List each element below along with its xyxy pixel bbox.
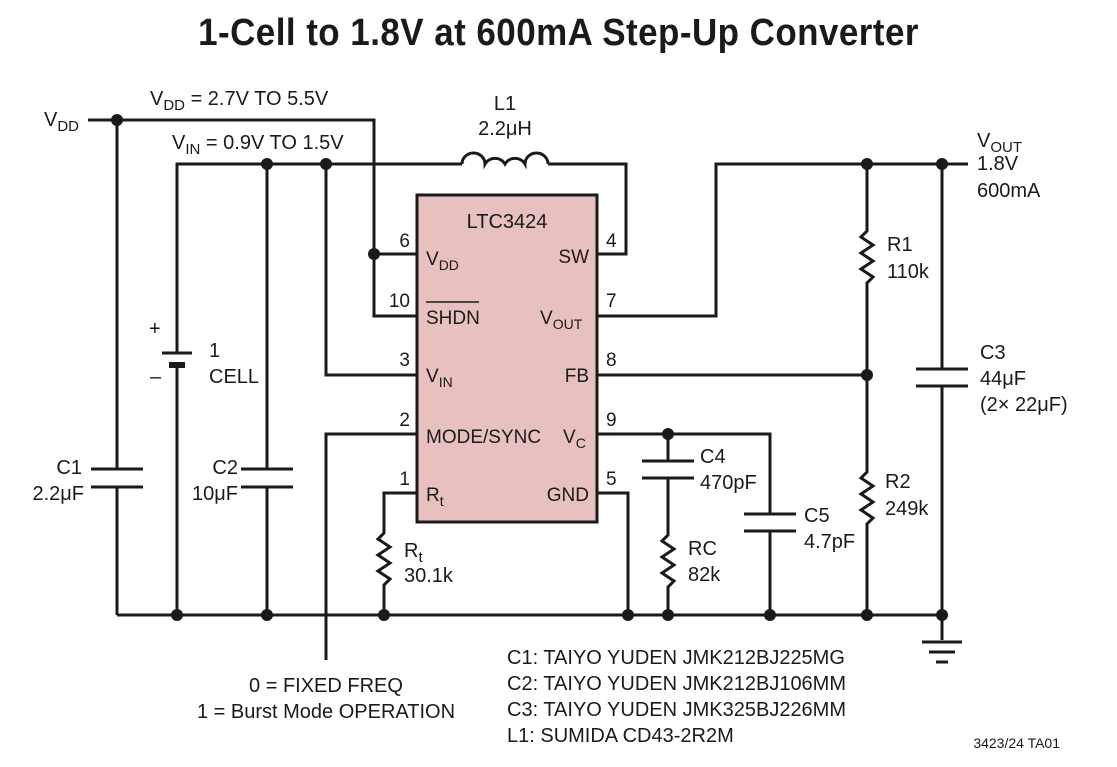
rt-value: 30.1k [404,565,454,587]
rt-ref: Rt [404,540,423,566]
c5-value: 4.7pF [804,531,855,553]
pin-rt-label: Rt [426,485,444,509]
battery-label-1: 1 [209,340,220,362]
vin-range-label: VIN = 0.9V TO 1.5V [172,132,344,158]
pin-num-8: 8 [606,350,617,371]
node-gnd-pin [622,609,634,621]
vdd-net-label: VDD [44,109,79,135]
r2-value: 249k [885,498,929,520]
c2-value: 10μF [192,483,238,505]
resistor-rt [375,491,417,615]
vc-wire [597,432,772,514]
c3-value: 44μF [980,368,1026,390]
c3-note: (2× 22μF) [980,394,1068,416]
battery-plus: + [149,318,161,340]
c1-ref: C1 [56,457,82,479]
r1-ref: R1 [887,234,913,256]
ic-name: LTC3424 [467,211,548,233]
node-vin-pin [320,158,332,170]
pin-vdd-label: VDD [426,249,459,273]
bom-line-c2: C2: TAIYO YUDEN JMK212BJ106MM [507,673,846,695]
l1-value: 2.2μH [478,118,532,140]
vout-current: 600mA [977,180,1041,202]
bom-line-c1: C1: TAIYO YUDEN JMK212BJ225MG [507,647,845,669]
pin-shdn-label: SHDN [426,308,480,329]
pin-num-6: 6 [399,231,410,252]
pin-num-1: 1 [399,469,410,490]
c2-ref: C2 [212,457,238,479]
pin-num-10: 10 [389,291,410,312]
pin-num-9: 9 [606,410,617,431]
sw-wire [548,162,628,256]
node-gnd-c3 [936,609,948,621]
resistor-divider [858,164,876,615]
pin-num-3: 3 [399,350,410,371]
vout-rail [597,162,968,318]
node-fb [861,369,873,381]
c4-ref: C4 [700,446,726,468]
vin-rail [175,162,462,353]
page-title: 1-Cell to 1.8V at 600mA Step-Up Converte… [198,12,919,54]
resistor-rc [659,478,677,615]
pin-vout-label: VOUT [540,308,583,332]
c5-ref: C5 [804,505,830,527]
vout-net-label: VOUT [977,130,1022,156]
node-gnd-rt [378,609,390,621]
c1-value: 2.2μF [32,483,84,505]
node-gnd-rc [662,609,674,621]
node-vdd-pin [368,248,380,260]
vdd-range-label: VDD = 2.7V TO 5.5V [150,88,329,114]
pin-vc-label: VC [563,427,586,451]
vin-pin-wire [324,164,417,377]
node-gnd-bat [171,609,183,621]
battery-label-2: CELL [209,366,259,388]
ic-body [415,193,599,524]
mode-note-0: 0 = FIXED FREQ [249,675,403,697]
node-gnd-r2 [861,609,873,621]
pin-fb-label: FB [565,366,589,387]
pin-num-7: 7 [606,291,617,312]
pin-sw-label: SW [558,247,589,268]
inductor-l1 [460,151,550,170]
l1-ref: L1 [494,93,516,115]
gnd-pin-wire [597,491,630,615]
c4-value: 470pF [700,472,757,494]
vdd-shdn-wire [88,118,417,318]
mode-note-1: 1 = Burst Mode OPERATION [197,701,455,723]
figure-id: 3423/24 TA01 [973,735,1060,751]
pin-num-4: 4 [606,231,617,252]
bom-line-l1: L1: SUMIDA CD43-2R2M [507,725,734,747]
pin-num-2: 2 [399,410,410,431]
node-gnd-c5 [764,609,776,621]
rc-ref: RC [688,538,717,560]
pin-num-5: 5 [606,469,617,490]
pin-vin-label: VIN [426,366,453,390]
node-vc-c4 [662,428,674,440]
vout-value: 1.8V [977,153,1019,175]
bom-line-c3: C3: TAIYO YUDEN JMK325BJ226MM [507,699,846,721]
r2-ref: R2 [885,471,911,493]
r1-value: 110k [887,261,930,283]
battery-minus: – [150,366,162,388]
node-gnd-c2 [261,609,273,621]
rc-value: 82k [688,564,721,586]
mode-sync-wire [324,432,417,660]
c3-ref: C3 [980,342,1006,364]
pin-mode-label: MODE/SYNC [426,427,541,448]
pin-gnd-label: GND [547,485,589,506]
